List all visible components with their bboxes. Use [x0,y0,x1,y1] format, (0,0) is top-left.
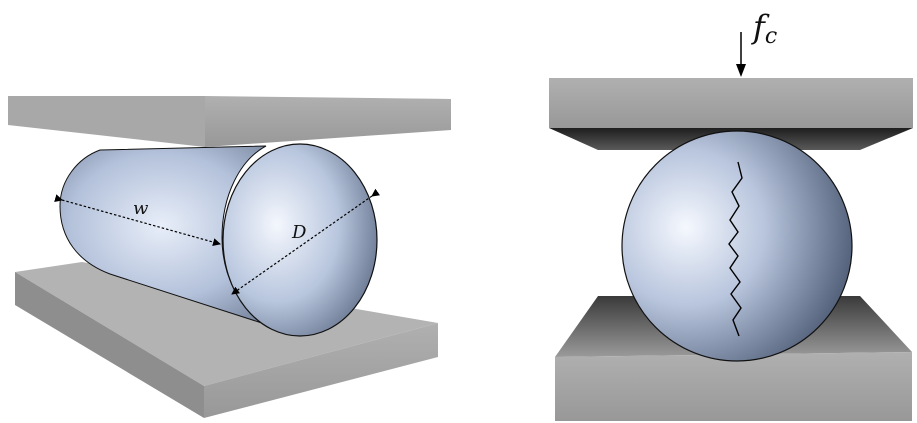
bottom-plate-left [15,262,438,418]
cylinder-specimen: w D [54,143,381,337]
top-plate-right [549,78,913,150]
top-plate-left [8,96,451,147]
crack-line-icon [728,161,743,337]
force-label: fc [751,8,777,49]
width-dimension-line [54,194,221,246]
sphere-specimen [621,130,853,362]
down-arrow-icon [736,32,746,77]
diameter-dimension-line [231,188,381,295]
width-label: w [133,198,149,219]
diameter-label: D [291,222,307,243]
force-subscript: c [765,24,777,49]
left-panel-cylinder-test: w D [8,96,451,418]
right-panel-sphere-test: fc [549,8,913,421]
